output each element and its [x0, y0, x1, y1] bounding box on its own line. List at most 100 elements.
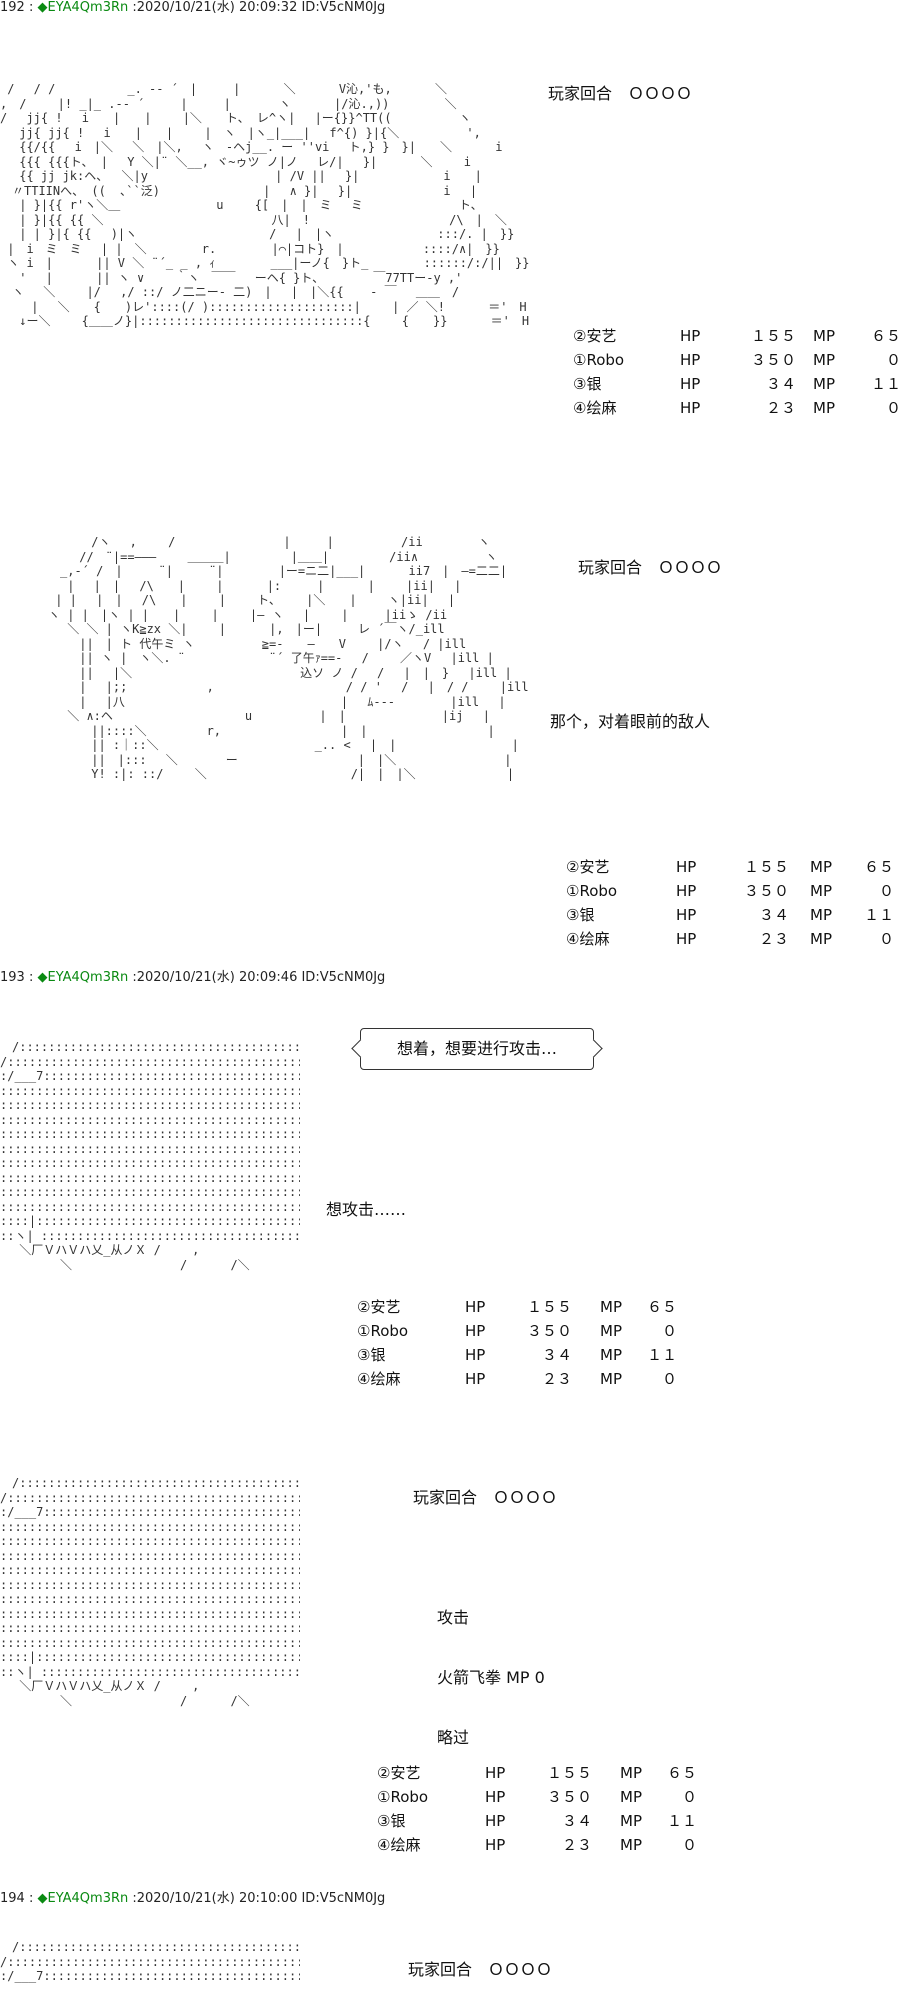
- mp-label: MP: [600, 1370, 622, 1388]
- action-menu: 攻击 火箭飞拳 MP 0 略过: [437, 1568, 545, 1768]
- hp-value: ３５０: [743, 882, 789, 900]
- hp-label: HP: [676, 882, 697, 900]
- hp-value: ２３: [758, 930, 789, 948]
- ascii-art: /:::::::::::::::::::::::::::::::::::::::…: [0, 1940, 300, 1983]
- hp-value: ３５０: [526, 1322, 572, 1340]
- mp-value: ０: [681, 1788, 697, 1806]
- speech-bubble: 想着，想要进行攻击…: [360, 1028, 594, 1070]
- mp-value: １１: [863, 906, 894, 924]
- hp-value: ３４: [758, 906, 789, 924]
- narration-text: 想攻击……: [326, 1200, 407, 1219]
- menu-item-rocket-punch[interactable]: 火箭飞拳 MP 0: [437, 1668, 545, 1687]
- hp-label: HP: [680, 351, 701, 369]
- mp-value: ０: [878, 930, 894, 948]
- turn-indicator: 玩家回合 ＯＯＯＯ: [548, 84, 693, 103]
- post-tripcode: ◆EYA4Qm3Rn: [37, 1891, 129, 1906]
- char-name: ④绘麻: [566, 930, 610, 948]
- hp-label: HP: [485, 1812, 506, 1830]
- char-name: ②安艺: [566, 858, 610, 876]
- mp-value: ０: [878, 882, 894, 900]
- mp-label: MP: [813, 351, 835, 369]
- mp-value: １１: [870, 375, 901, 393]
- menu-item-skip[interactable]: 略过: [437, 1728, 470, 1747]
- ascii-art: /:::::::::::::::::::::::::::::::::::::::…: [0, 1040, 300, 1272]
- mp-value: ６５: [646, 1298, 677, 1316]
- char-name: ①Robo: [566, 882, 618, 900]
- ascii-art: /:::::::::::::::::::::::::::::::::::::::…: [0, 1476, 300, 1708]
- hp-label: HP: [465, 1322, 486, 1340]
- hp-label: HP: [676, 906, 697, 924]
- char-name: ③银: [566, 906, 595, 924]
- narration-text: 那个，对着眼前的敌人: [550, 712, 711, 731]
- mp-label: MP: [620, 1836, 642, 1854]
- char-name: ④绘麻: [377, 1836, 421, 1854]
- mp-label: MP: [600, 1298, 622, 1316]
- post-date-id: :2020/10/21(水) 20:10:00 ID:V5cNM0Jg: [128, 1891, 386, 1906]
- mp-label: MP: [810, 930, 832, 948]
- turn-indicator: 玩家回合 ＯＯＯＯ: [578, 558, 723, 577]
- mp-label: MP: [620, 1788, 642, 1806]
- hp-label: HP: [485, 1764, 506, 1782]
- mp-value: ０: [661, 1370, 677, 1388]
- hp-value: ３４: [765, 375, 796, 393]
- post-header-193: 193 : ◆EYA4Qm3Rn :2020/10/21(水) 20:09:46…: [0, 970, 386, 985]
- ascii-art: / / / _. -‐ ´ | | ＼ V沁,'も, ＼ , / |! _|_ …: [0, 82, 530, 328]
- mp-label: MP: [813, 399, 835, 417]
- mp-value: １１: [646, 1346, 677, 1364]
- hp-value: ３５０: [546, 1788, 592, 1806]
- post-number: 194: [0, 1891, 25, 1906]
- char-name: ①Robo: [573, 351, 625, 369]
- stat-row: ①Robo HP ３５０ MP ０: [377, 1785, 707, 1809]
- mp-value: ６５: [666, 1764, 697, 1782]
- char-name: ②安艺: [357, 1298, 401, 1316]
- mp-value: ０: [885, 351, 901, 369]
- post-tripcode: ◆EYA4Qm3Rn: [37, 970, 129, 985]
- hp-label: HP: [676, 858, 697, 876]
- mp-value: ６５: [863, 858, 894, 876]
- post-number: 193: [0, 970, 25, 985]
- mp-value: １１: [666, 1812, 697, 1830]
- mp-label: MP: [813, 327, 835, 345]
- stat-row: ③银 HP ３４ MP １１: [566, 903, 896, 927]
- hp-value: ２３: [765, 399, 796, 417]
- hp-label: HP: [465, 1370, 486, 1388]
- hp-value: １５５: [750, 327, 796, 345]
- post-tripcode: ◆EYA4Qm3Rn: [37, 0, 129, 15]
- mp-label: MP: [600, 1346, 622, 1364]
- char-name: ②安艺: [377, 1764, 421, 1782]
- hp-label: HP: [485, 1788, 506, 1806]
- char-name: ①Robo: [357, 1322, 409, 1340]
- mp-label: MP: [600, 1322, 622, 1340]
- stat-row: ①Robo HP ３５０ MP ０: [573, 348, 903, 372]
- mp-label: MP: [810, 858, 832, 876]
- hp-value: ３５０: [750, 351, 796, 369]
- char-name: ③银: [377, 1812, 406, 1830]
- hp-label: HP: [680, 375, 701, 393]
- mp-value: ０: [681, 1836, 697, 1854]
- hp-value: １５５: [546, 1764, 592, 1782]
- menu-item-attack[interactable]: 攻击: [437, 1608, 470, 1627]
- post-date-id: :2020/10/21(水) 20:09:32 ID:V5cNM0Jg: [128, 0, 386, 15]
- char-name: ①Robo: [377, 1788, 429, 1806]
- char-name: ④绘麻: [573, 399, 617, 417]
- mp-label: MP: [620, 1812, 642, 1830]
- hp-label: HP: [465, 1346, 486, 1364]
- hp-value: １５５: [526, 1298, 572, 1316]
- hp-value: ３４: [541, 1346, 572, 1364]
- hp-value: ３４: [561, 1812, 592, 1830]
- mp-value: ０: [885, 399, 901, 417]
- hp-value: ２３: [541, 1370, 572, 1388]
- mp-label: MP: [810, 906, 832, 924]
